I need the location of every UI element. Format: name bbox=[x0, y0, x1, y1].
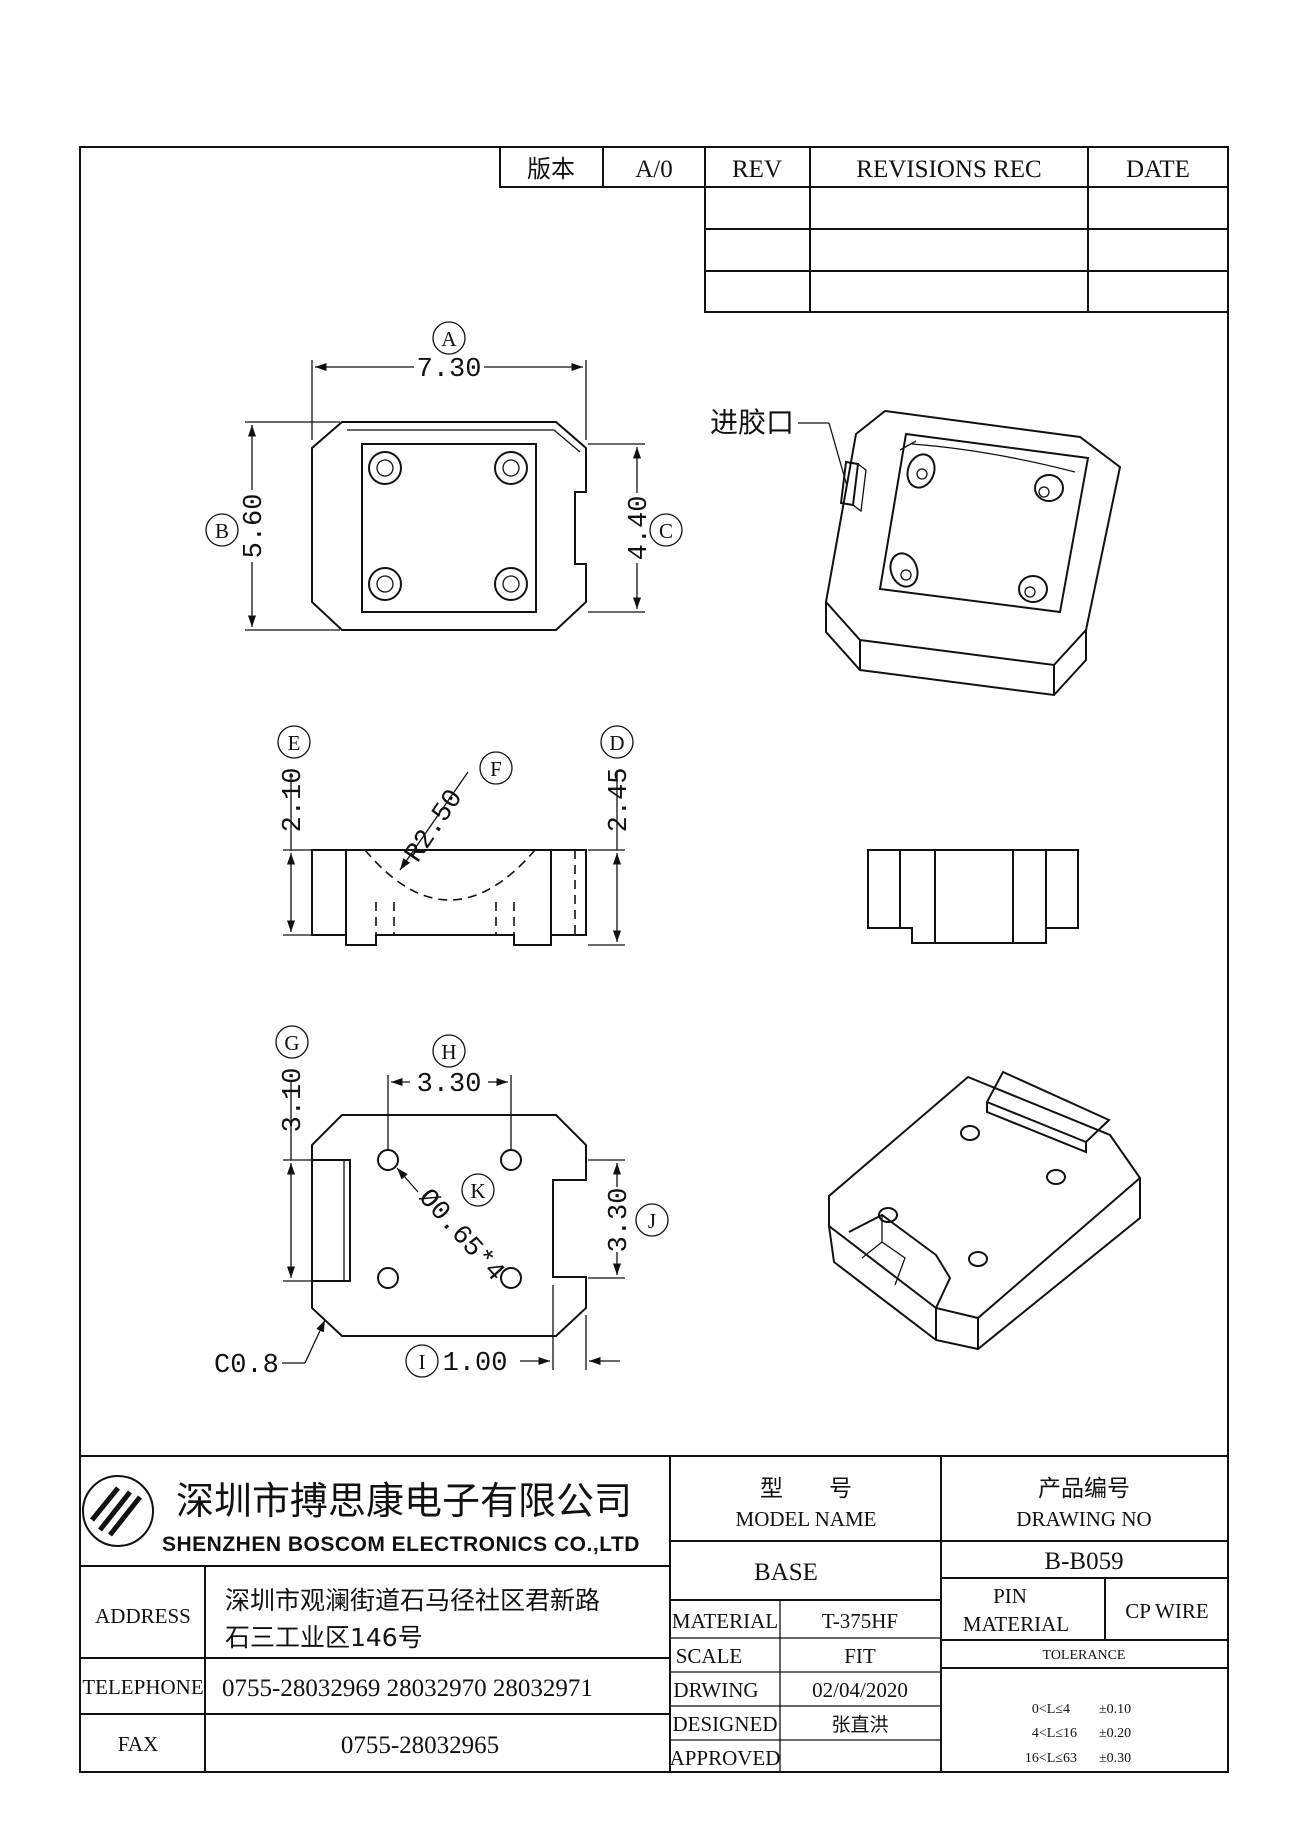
dim-a-letter: A bbox=[441, 327, 457, 351]
telephone-label: TELEPHONE bbox=[82, 1675, 203, 1699]
drawing-no-en: DRAWING NO bbox=[1016, 1507, 1151, 1531]
rev-header: REV bbox=[732, 156, 782, 183]
dim-a-value: 7.30 bbox=[417, 355, 482, 385]
drawing-value: B-B059 bbox=[1044, 1548, 1123, 1575]
top-view: 7.30 A 5.60 B 4.40 C bbox=[205, 321, 683, 631]
version-value: A/0 bbox=[635, 156, 673, 183]
pin-material-value: CP WIRE bbox=[1125, 1599, 1208, 1623]
model-value: BASE bbox=[754, 1559, 818, 1586]
company-logo bbox=[82, 1475, 154, 1547]
drwing-value: 02/04/2020 bbox=[812, 1678, 908, 1702]
scale-label: SCALE bbox=[676, 1644, 743, 1668]
tolerance-table: 0<L≤4 ±0.10 4<L≤16 ±0.20 16<L≤63 ±0.30 bbox=[1025, 1702, 1131, 1766]
dim-c-letter: C bbox=[659, 519, 673, 543]
tolerance-range-2: 4<L≤16 bbox=[1032, 1726, 1077, 1741]
material-value: T-375HF bbox=[822, 1609, 898, 1633]
scale-value: FIT bbox=[844, 1644, 876, 1668]
pin-material-label-2: MATERIAL bbox=[963, 1612, 1069, 1636]
dim-b-value: 5.60 bbox=[240, 494, 270, 559]
telephone-value: 0755-28032969 28032970 28032971 bbox=[222, 1675, 593, 1702]
dim-e-value: 2.10 bbox=[279, 768, 309, 833]
dim-f-value: R2.50 bbox=[400, 785, 470, 869]
dim-g-value: 3.10 bbox=[279, 1068, 309, 1133]
tolerance-value-3: ±0.30 bbox=[1099, 1751, 1131, 1766]
dim-d-value: 2.45 bbox=[605, 768, 635, 833]
tolerance-label: TOLERANCE bbox=[1043, 1648, 1126, 1663]
dim-h-value: 3.30 bbox=[417, 1070, 482, 1100]
tolerance-range-1: 0<L≤4 bbox=[1032, 1702, 1070, 1717]
isometric-bottom-view bbox=[828, 1070, 1142, 1351]
pin-material-label-1: PIN bbox=[993, 1584, 1027, 1608]
address-line-1: 深圳市观澜街道石马径社区君新路 bbox=[225, 1586, 600, 1615]
fax-label: FAX bbox=[118, 1732, 158, 1756]
isometric-top-view: 进胶口 bbox=[710, 406, 1122, 697]
dim-b-letter: B bbox=[215, 519, 229, 543]
approved-label: APPROVED bbox=[670, 1746, 781, 1770]
mounting-hole bbox=[368, 451, 528, 601]
dim-i-letter: I bbox=[419, 1350, 426, 1374]
version-label: 版本 bbox=[527, 155, 575, 183]
company-name-cn: 深圳市搏思康电子有限公司 bbox=[176, 1479, 632, 1523]
designed-value: 张直洪 bbox=[831, 1714, 888, 1736]
dim-e-letter: E bbox=[288, 731, 301, 755]
pin-hole bbox=[878, 1125, 1066, 1267]
dim-j-value: 3.30 bbox=[605, 1188, 635, 1253]
front-view: 2.10 E 2.45 D R2.50 F bbox=[277, 725, 635, 946]
mounting-hole bbox=[889, 453, 1064, 603]
address-label: ADDRESS bbox=[95, 1604, 191, 1628]
bottom-view: 3.30 H 3.10 G 3.30 J Ø0.65*4 K 1.00 I bbox=[214, 1025, 669, 1381]
drawing-no-cn: 产品编号 bbox=[1038, 1476, 1130, 1502]
dim-i-value: 1.00 bbox=[443, 1349, 508, 1379]
dim-k-letter: K bbox=[470, 1179, 485, 1203]
chamfer-label: C0.8 bbox=[214, 1351, 279, 1381]
dim-f-letter: F bbox=[490, 757, 502, 781]
pin-hole bbox=[377, 1149, 522, 1289]
model-name-cn: 型 号 bbox=[760, 1476, 852, 1502]
dim-j-letter: J bbox=[648, 1209, 656, 1233]
revisions-header: REVISIONS REC bbox=[856, 156, 1041, 183]
revision-block: 版本 A/0 REV REVISIONS REC DATE bbox=[499, 146, 1229, 313]
title-block: 深圳市搏思康电子有限公司 SHENZHEN BOSCOM ELECTRONICS… bbox=[80, 1455, 1228, 1772]
dim-d-letter: D bbox=[609, 731, 624, 755]
dim-g-letter: G bbox=[284, 1031, 299, 1055]
drwing-label: DRWING bbox=[673, 1678, 758, 1702]
tolerance-range-3: 16<L≤63 bbox=[1025, 1751, 1077, 1766]
designed-label: DESIGNED bbox=[673, 1712, 778, 1736]
address-line-2: 石三工业区146号 bbox=[225, 1623, 423, 1652]
model-name-en: MODEL NAME bbox=[736, 1507, 877, 1531]
tolerance-value-2: ±0.20 bbox=[1099, 1726, 1131, 1741]
date-header: DATE bbox=[1126, 156, 1190, 183]
company-name-en: SHENZHEN BOSCOM ELECTRONICS CO.,LTD bbox=[162, 1533, 640, 1556]
material-label: MATERIAL bbox=[672, 1609, 778, 1633]
tolerance-value-1: ±0.10 bbox=[1099, 1702, 1131, 1717]
fax-value: 0755-28032965 bbox=[341, 1732, 499, 1759]
dim-k-value: Ø0.65*4 bbox=[411, 1184, 509, 1288]
dim-h-letter: H bbox=[441, 1040, 456, 1064]
side-view bbox=[867, 849, 1079, 944]
gate-label: 进胶口 bbox=[710, 406, 794, 439]
